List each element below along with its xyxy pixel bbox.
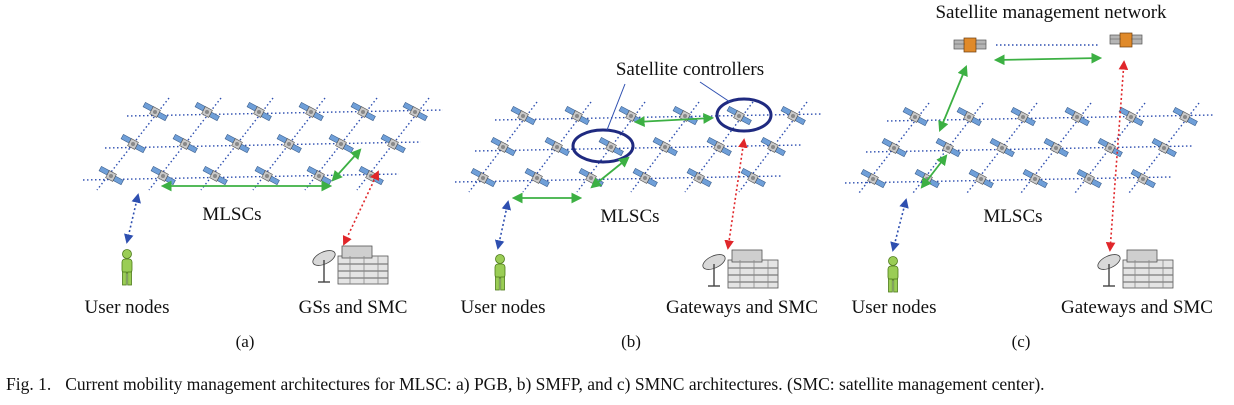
satellite-icon xyxy=(202,165,228,186)
satellite-icon xyxy=(150,165,176,186)
panel-c-user-link xyxy=(890,198,909,252)
panel-b-satellite-grid xyxy=(454,101,822,193)
panel-a-isl-link xyxy=(331,148,362,182)
orbit-link xyxy=(454,175,782,183)
satellite-icon xyxy=(760,136,786,157)
ground-station-icon xyxy=(699,249,779,289)
panel-a-user-label: User nodes xyxy=(85,297,170,318)
satellite-icon xyxy=(544,136,570,157)
panel-c-ground-link xyxy=(1105,60,1129,252)
satellite-icon xyxy=(740,167,766,188)
panel-b-user-label: User nodes xyxy=(461,297,546,318)
panel-b-label: (b) xyxy=(621,332,641,351)
panel-a-label: (a) xyxy=(236,332,255,351)
user-node-icon xyxy=(887,256,899,293)
satellite-icon xyxy=(254,165,280,186)
caption-text: Current mobility management architecture… xyxy=(65,374,1045,394)
ground-station-icon xyxy=(309,245,389,285)
panel-c-management-label: Satellite management network xyxy=(935,2,1167,23)
panel-a-ground-label: GSs and SMC xyxy=(299,297,408,318)
panel-c-control-link xyxy=(938,65,968,132)
panel-c-label: (c) xyxy=(1012,332,1031,351)
satellite-icon xyxy=(524,167,550,188)
panel-b-ground-label: Gateways and SMC xyxy=(666,297,818,318)
panel-b-isl-link xyxy=(590,156,630,189)
controller-ring xyxy=(715,97,773,133)
panel-c-user-label: User nodes xyxy=(852,297,937,318)
orbit-link xyxy=(844,176,1172,184)
panel-b-controller-link xyxy=(633,113,715,127)
ground-station-icon xyxy=(1094,249,1174,289)
satellite-icon xyxy=(632,167,658,188)
user-node-icon xyxy=(494,254,506,291)
satellite-icon xyxy=(989,137,1015,158)
management-satellite-icon xyxy=(953,37,987,53)
panel-b-user-link xyxy=(494,200,512,250)
panel-c-ground-label: Gateways and SMC xyxy=(1061,297,1213,318)
panel-c-center-label: MLSCs xyxy=(983,206,1042,227)
panel-a-center-label: MLSCs xyxy=(202,204,261,225)
satellite-icon xyxy=(490,136,516,157)
panel-b-center-label: MLSCs xyxy=(600,206,659,227)
panel-c-isl-link xyxy=(920,154,948,189)
satellite-icon xyxy=(98,165,124,186)
panel-c-satellite-grid xyxy=(844,102,1214,194)
satellite-icon xyxy=(1043,137,1069,158)
management-satellite-icon xyxy=(1109,32,1143,48)
orbit-link xyxy=(886,114,1214,122)
controller-pointer xyxy=(699,81,731,103)
satellite-icon xyxy=(224,133,250,154)
figure-number: Fig. 1. xyxy=(6,374,52,394)
orbit-link xyxy=(126,109,444,117)
panel-b-controllers-label: Satellite controllers xyxy=(616,59,764,80)
satellite-icon xyxy=(652,136,678,157)
controller-pointer xyxy=(606,83,626,131)
satellite-icon xyxy=(598,136,624,157)
satellite-icon xyxy=(578,167,604,188)
user-node-icon xyxy=(121,249,133,286)
panel-c-management-link xyxy=(993,52,1103,66)
satellite-icon xyxy=(935,137,961,158)
satellite-icon xyxy=(470,167,496,188)
satellite-icon xyxy=(1151,137,1177,158)
satellite-icon xyxy=(358,165,384,186)
orbit-link xyxy=(82,173,400,181)
satellite-icon xyxy=(172,133,198,154)
panel-a-satellite-grid xyxy=(82,97,444,191)
orbit-link xyxy=(474,144,802,152)
satellite-icon xyxy=(276,133,302,154)
orbit-link xyxy=(104,141,422,149)
orbit-link xyxy=(865,145,1193,153)
satellite-icon xyxy=(120,133,146,154)
panel-b-ground-link xyxy=(724,138,748,250)
satellite-icon xyxy=(881,137,907,158)
panel-a-user-link xyxy=(124,193,141,244)
satellite-icon xyxy=(380,133,406,154)
panel-a-ground-link xyxy=(342,170,380,246)
figure-caption: Fig. 1. Current mobility management archi… xyxy=(6,374,1234,395)
